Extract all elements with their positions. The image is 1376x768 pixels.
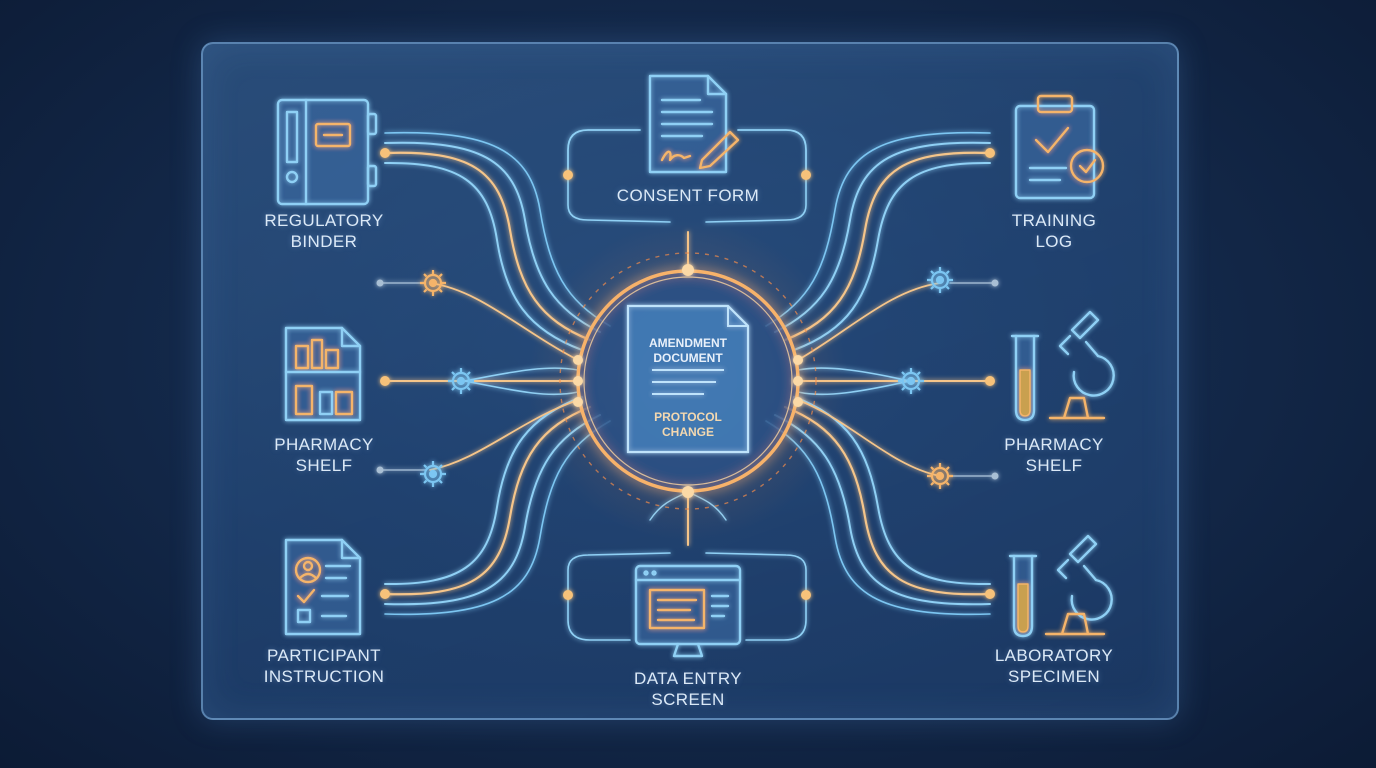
training-log-label: TRAINING LOG: [974, 210, 1134, 252]
laboratory-specimen-line1: LABORATORY: [994, 646, 1114, 665]
connector-dots: [376, 148, 999, 600]
monitor-icon: [634, 564, 742, 658]
consent-form-line1: CONSENT FORM: [616, 186, 760, 205]
gear-icon: [927, 463, 953, 489]
protocol-change-line1: PROTOCOL: [654, 410, 722, 424]
consent-form-label: CONSENT FORM: [598, 185, 778, 206]
gear-icon: [448, 368, 474, 394]
consent-form-icon: [648, 74, 740, 174]
pharmacy-shelf-right-label: PHARMACY SHELF: [974, 434, 1134, 476]
amendment-document-icon: [626, 304, 750, 454]
gear-icon: [898, 368, 924, 394]
pharmacy-shelf-left-label: PHARMACY SHELF: [244, 434, 404, 476]
amendment-title-line2: DOCUMENT: [653, 351, 723, 365]
pharmacy-shelf-right-line2: SHELF: [1025, 456, 1083, 475]
participant-instruction-line2: INSTRUCTION: [263, 667, 385, 686]
data-entry-screen-line2: SCREEN: [651, 690, 725, 709]
protocol-change-line2: CHANGE: [661, 425, 714, 439]
participant-instruction-line1: PARTICIPANT: [267, 646, 381, 665]
laboratory-specimen-label: LABORATORY SPECIMEN: [974, 645, 1134, 687]
gear-icon: [420, 270, 446, 296]
gear-icons: [420, 267, 953, 489]
pharmacy-shelf-left-line2: SHELF: [295, 456, 353, 475]
laboratory-specimen-line2: SPECIMEN: [1008, 667, 1100, 686]
protocol-change-label: PROTOCOL CHANGE: [628, 410, 748, 440]
data-entry-screen-line1: DATA ENTRY: [634, 669, 742, 688]
participant-form-icon: [284, 538, 362, 636]
pharmacy-shelf-left-line1: PHARMACY: [274, 435, 374, 454]
test-tube-microscope-icon: [1010, 310, 1115, 422]
training-log-line2: LOG: [1035, 232, 1073, 251]
binder-icon: [276, 98, 378, 206]
gear-icon: [927, 267, 953, 293]
amendment-document-title: AMENDMENT DOCUMENT: [628, 336, 748, 366]
participant-instruction-label: PARTICIPANT INSTRUCTION: [244, 645, 404, 687]
regulatory-binder-line1: REGULATORY: [264, 211, 384, 230]
training-log-line1: TRAINING: [1011, 211, 1097, 230]
data-entry-screen-label: DATA ENTRY SCREEN: [608, 668, 768, 710]
lab-specimen-icon: [1008, 534, 1113, 638]
pharmacy-shelf-right-line1: PHARMACY: [1004, 435, 1104, 454]
clipboard-check-icon: [1014, 94, 1105, 200]
regulatory-binder-line2: BINDER: [290, 232, 358, 251]
gear-icon: [420, 461, 446, 487]
regulatory-binder-label: REGULATORY BINDER: [244, 210, 404, 252]
pharmacy-shelf-icon: [284, 326, 362, 422]
amendment-title-line1: AMENDMENT: [649, 336, 727, 350]
